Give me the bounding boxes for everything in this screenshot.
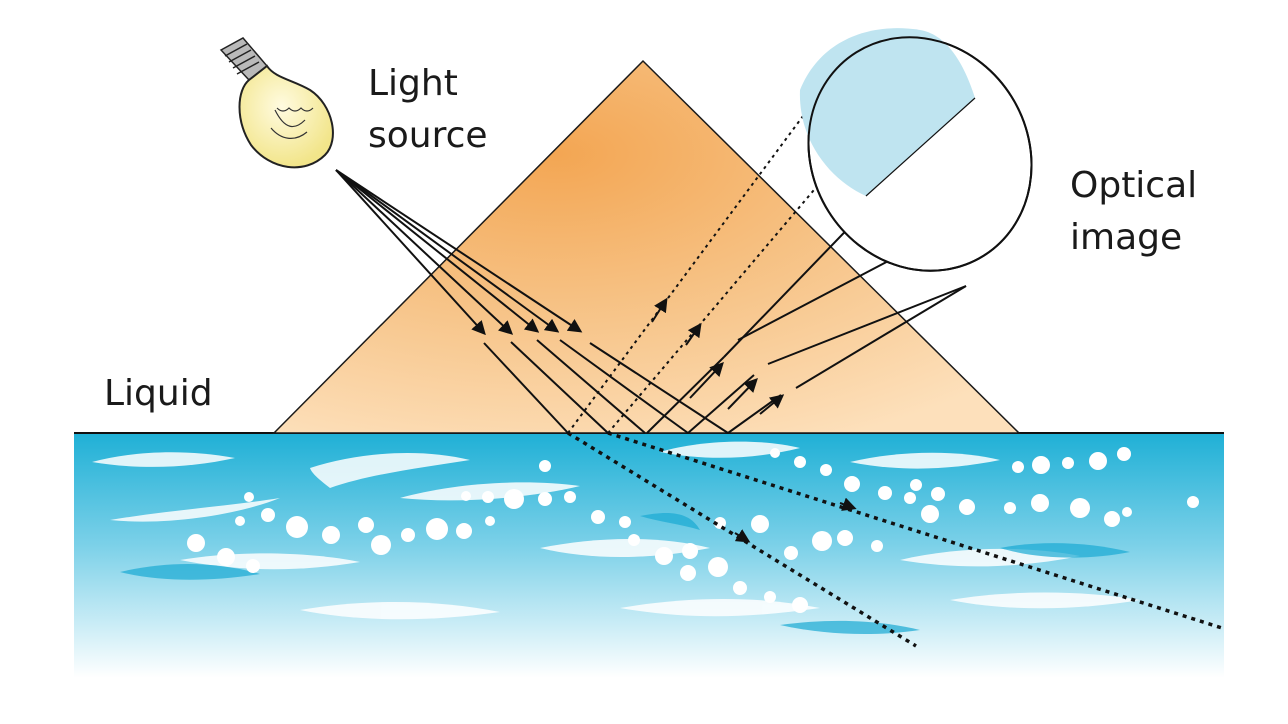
liquid-body [74, 433, 1224, 678]
optical-image-label-line1: Optical [1070, 165, 1198, 206]
light-source-label-line1: Light [368, 63, 458, 104]
liquid-bubbles [187, 447, 1199, 613]
lens-icon [799, 28, 1033, 272]
incident-rays [335, 169, 729, 434]
liquid-dark-waves [120, 512, 1130, 635]
light-source-label-line2: source [368, 115, 488, 156]
liquid-label: Liquid [104, 373, 213, 414]
refracted-rays [567, 431, 1223, 648]
dotted-reflected-rays [567, 111, 837, 434]
optical-image-label-line2: image [1070, 217, 1183, 258]
light-bulb-icon [219, 37, 334, 169]
